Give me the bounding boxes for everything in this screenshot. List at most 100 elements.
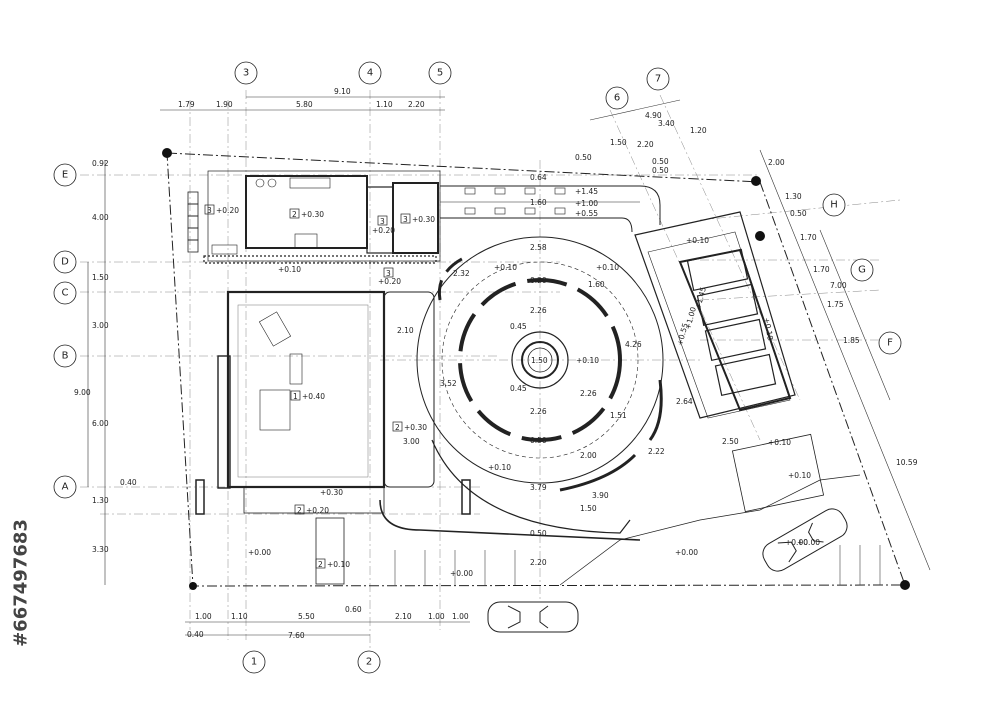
dim-text: 7.60 <box>288 631 305 640</box>
axis-labels: 3 4 5 6 7 1 2 E D C B A H G F <box>61 68 893 668</box>
dim-text: 1.00 <box>195 612 212 621</box>
room-tag: 3 <box>207 206 212 215</box>
level-mark: +0.30 <box>404 423 427 432</box>
dim-text: 3.30 <box>92 545 109 554</box>
dim-text: 2.10 <box>395 612 412 621</box>
dim-text: 0.45 <box>510 384 527 393</box>
dim-text: 3.90 <box>592 491 609 500</box>
room-tag: 3 <box>386 269 391 278</box>
dim-text: 4.90 <box>645 111 662 120</box>
dim-text: 2.50 <box>722 437 739 446</box>
level-mark: +0.00 <box>248 548 271 557</box>
dim-text: 2.32 <box>453 269 470 278</box>
dimensions-diagonal: 4.90 3.40 1.20 1.50 2.20 0.50 0.50 0.50 <box>575 111 707 175</box>
dim-text: 1.60 <box>588 280 605 289</box>
room-tags: 3 2 3 3 3 1 2 2 2 <box>207 206 408 569</box>
dim-text: 4.26 <box>625 340 642 349</box>
dim-text: 1.20 <box>690 126 707 135</box>
dim-text: 0.50 <box>652 157 669 166</box>
level-mark: +0.10 <box>768 438 791 447</box>
axis-label-left: A <box>62 482 69 493</box>
dim-text: 0.50 <box>575 153 592 162</box>
dim-text: 4.00 <box>92 213 109 222</box>
level-mark: +1.00 <box>575 199 598 208</box>
axis-bubbles <box>53 61 902 674</box>
level-mark: +0.20 <box>216 206 239 215</box>
level-mark: +0.10 <box>494 263 517 272</box>
dim-text: 1.90 <box>216 100 233 109</box>
dim-text: 7.00 <box>830 281 847 290</box>
room-tag: 3 <box>380 217 385 226</box>
room-tag-boxes <box>204 204 411 569</box>
level-mark: +1.45 <box>575 187 598 196</box>
dim-text: 5.50 <box>298 612 315 621</box>
dim-text: 6.00 <box>92 419 109 428</box>
room-tag: 2 <box>395 423 400 432</box>
dim-text: 2.58 <box>530 243 547 252</box>
axis-label-left: C <box>62 288 69 299</box>
dim-text: 0.40 <box>120 478 137 487</box>
level-marks: +0.20 +0.30 +0.20 +0.30 +0.20 +0.40 +0.3… <box>216 187 820 578</box>
stock-id-watermark: #667497683 <box>11 519 32 647</box>
level-mark: +0.55 <box>575 209 598 218</box>
dim-text: 0.20 <box>530 276 547 285</box>
dim-text: 0.45 <box>510 322 527 331</box>
level-mark: +0.10 <box>488 463 511 472</box>
grid-lines <box>80 90 901 650</box>
axis-label-left: E <box>62 170 68 181</box>
dim-text: 1.50 <box>92 273 109 282</box>
room-tag: 1 <box>293 392 298 401</box>
level-mark: +0.10 <box>762 317 775 341</box>
level-mark: +0.20 <box>306 506 329 515</box>
dim-text: 0.50 <box>530 529 547 538</box>
dimensions-right: 2.00 1.30 0.50 1.70 1.70 7.00 1.75 1.85 … <box>768 158 918 467</box>
dim-text: 1.50 <box>580 504 597 513</box>
room-tag: 2 <box>318 560 323 569</box>
dim-text: 2.22 <box>648 447 665 456</box>
dim-text: 1.30 <box>785 192 802 201</box>
level-mark: +0.30 <box>412 215 435 224</box>
dim-text: 1.79 <box>178 100 195 109</box>
axis-label-right: F <box>887 338 893 349</box>
dim-text: 0.60 <box>345 605 362 614</box>
dim-text: 1.00 <box>428 612 445 621</box>
dim-text: 1.51 <box>610 411 627 420</box>
dim-text: 2.20 <box>637 140 654 149</box>
axis-label-bottom: 1 <box>251 657 257 668</box>
dim-text: 9.00 <box>74 388 91 397</box>
level-mark: +0.10 <box>788 471 811 480</box>
axis-label-left: D <box>61 257 69 268</box>
axis-label-top: 4 <box>367 68 373 79</box>
level-mark: +0.00 <box>450 569 473 578</box>
dim-text: 1.85 <box>843 336 860 345</box>
dimensions-plaza: 0.64 1.60 2.58 2.32 0.20 1.60 2.26 0.45 … <box>397 173 739 567</box>
dimensions-bottom: 1.00 1.10 5.50 0.60 2.10 1.00 1.00 0.40 … <box>187 605 469 640</box>
level-mark: +0.20 <box>372 226 395 235</box>
dim-text: 0.92 <box>92 159 109 168</box>
dim-text: 1.00 <box>452 612 469 621</box>
level-mark: +0.00 <box>785 538 808 547</box>
dim-text: 2.26 <box>580 389 597 398</box>
dim-text: 2.20 <box>408 100 425 109</box>
axis-label-left: B <box>62 351 69 362</box>
dim-text: 3.79 <box>530 483 547 492</box>
dim-text: 3.00 <box>403 437 420 446</box>
boundary-markers <box>162 148 910 590</box>
dim-text: 3.52 <box>440 379 457 388</box>
room-tag: 2 <box>297 506 302 515</box>
level-mark: +0.55 <box>675 322 690 347</box>
level-mark: +0.20 <box>378 277 401 286</box>
dim-text: 1.60 <box>530 198 547 207</box>
level-mark: +0.00 <box>675 548 698 557</box>
level-mark: +0.30 <box>320 488 343 497</box>
dim-text: 0.64 <box>530 173 547 182</box>
stock-id-text: #667497683 <box>11 519 32 647</box>
dim-text: 2.00 <box>768 158 785 167</box>
plaza-outer-ring <box>416 236 664 484</box>
dim-text: 0.50 <box>652 166 669 175</box>
level-mark: +0.00 <box>797 538 820 547</box>
level-mark: +0.30 <box>301 210 324 219</box>
dim-text: 1.50 <box>531 356 548 365</box>
axis-label-right: H <box>830 200 838 211</box>
